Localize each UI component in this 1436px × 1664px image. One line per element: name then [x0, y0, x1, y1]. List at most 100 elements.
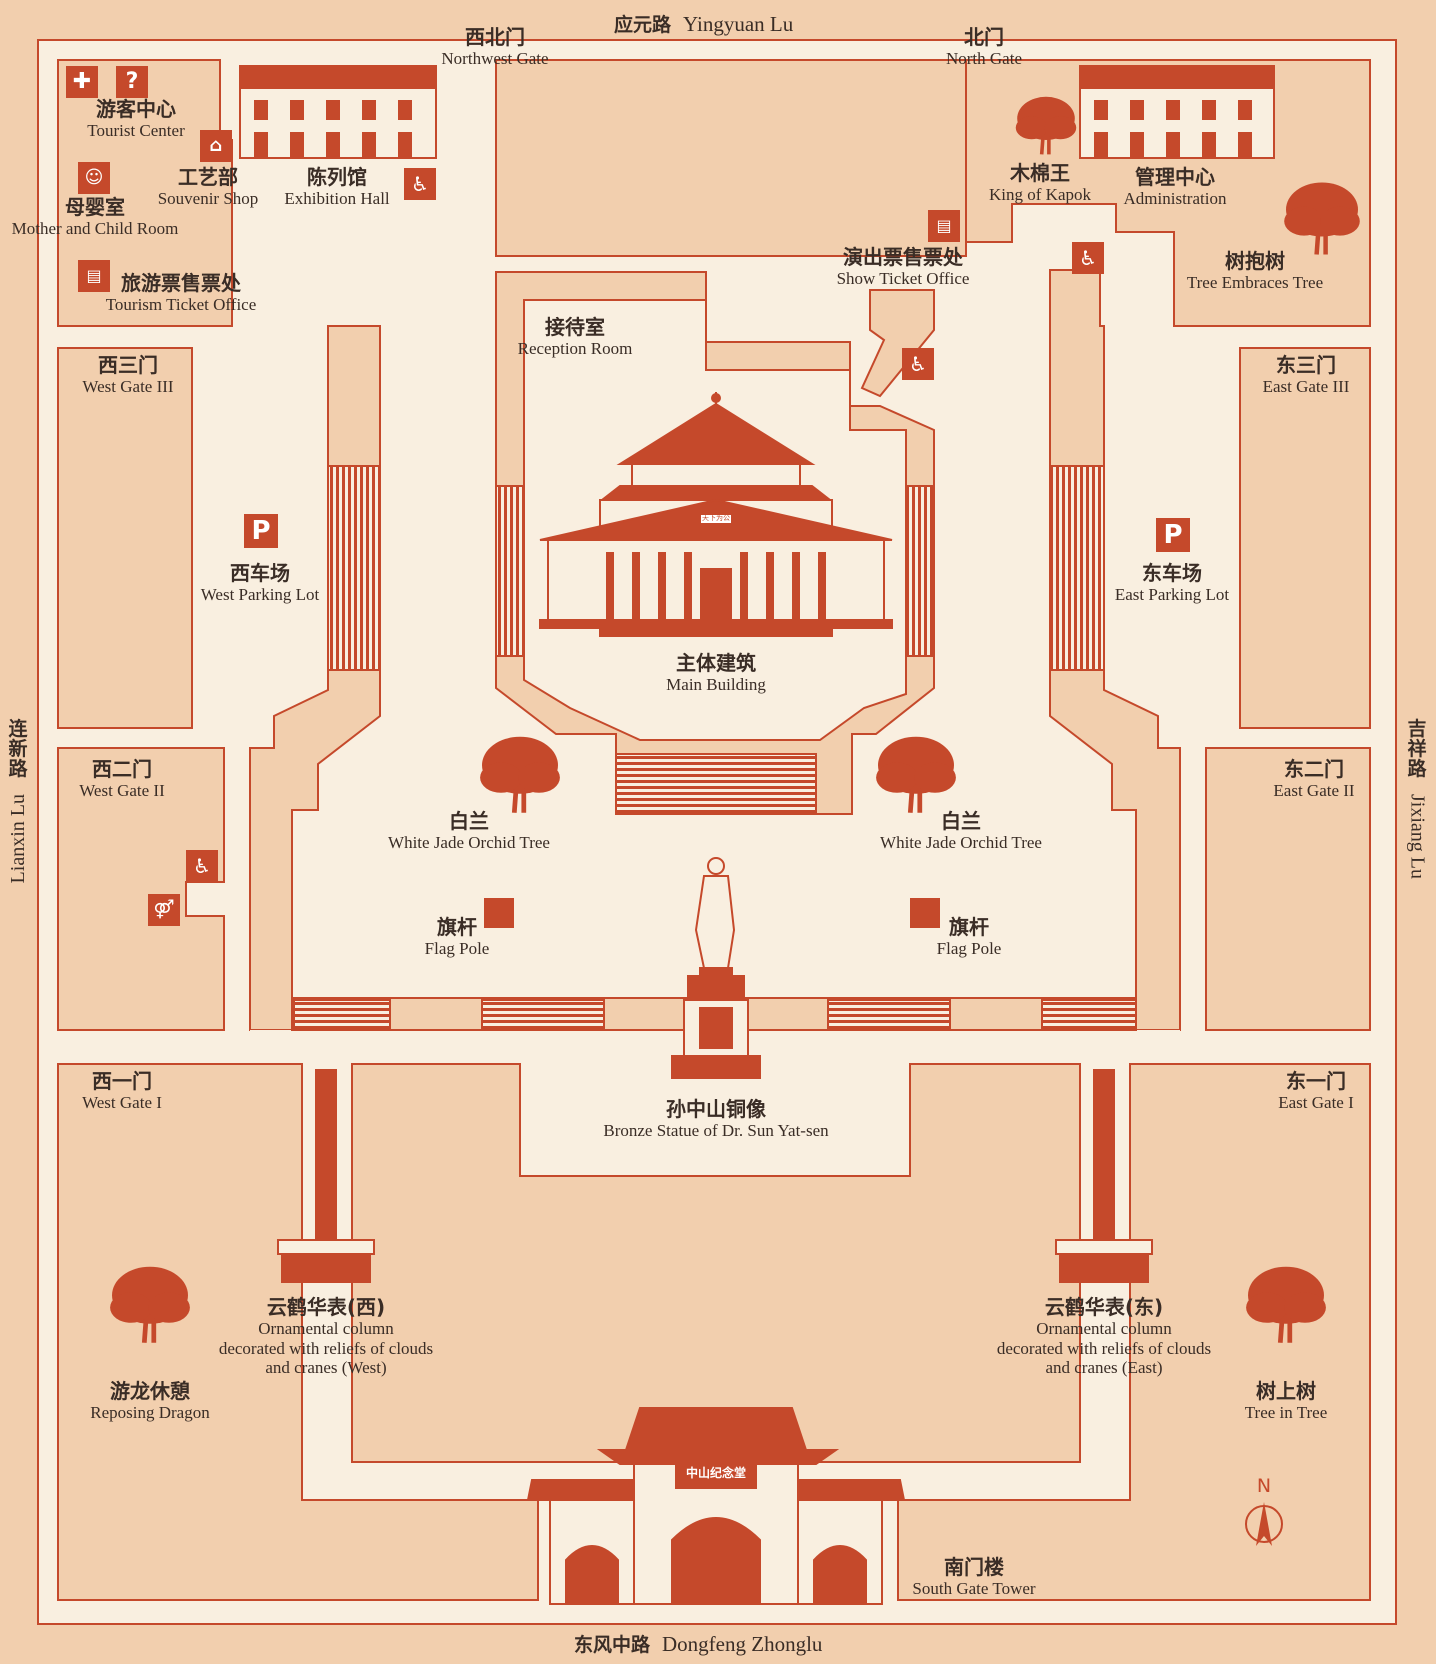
column-west-en1: Ornamental column	[258, 1319, 394, 1338]
north-gate-en: North Gate	[945, 49, 1022, 68]
inner-west-stairs	[495, 485, 525, 657]
orchid-east-zh: 白兰	[941, 809, 981, 833]
column-east-en1: Ornamental column	[1036, 1319, 1172, 1338]
flag-east-en: Flag Pole	[936, 939, 1002, 958]
flag-east-zh: 旗杆	[949, 915, 989, 939]
column-west-zh: 云鹤华表(西)	[266, 1295, 386, 1319]
mother-child-en: Mother and Child Room	[11, 219, 179, 238]
shop-icon[interactable]: ⌂	[200, 130, 232, 162]
east-parking-zh: 东车场	[1142, 561, 1202, 585]
orchid-east-en: White Jade Orchid Tree	[880, 833, 1042, 852]
west-gate-1-zh: 西一门	[92, 1069, 152, 1093]
northwest-gate-zh: 西北门	[465, 25, 525, 49]
mother-child-zh: 母婴室	[65, 195, 125, 219]
first-aid-icon[interactable]: ✚	[66, 66, 98, 98]
east-stairs	[1049, 465, 1105, 671]
parking-icon[interactable]: P	[244, 514, 278, 548]
block-east-gate-2	[1205, 747, 1371, 1031]
wheelchair-icon[interactable]: ♿	[1072, 242, 1104, 274]
administration-building	[1079, 65, 1275, 159]
reposing-dragon-en: Reposing Dragon	[90, 1403, 210, 1422]
ticket-icon[interactable]: ▤	[78, 260, 110, 292]
west-parking-zh: 西车场	[230, 561, 290, 585]
info-icon[interactable]: ?	[116, 66, 148, 98]
main-stairs	[615, 753, 817, 813]
block-north-center	[495, 59, 967, 257]
parking-icon[interactable]: P	[1156, 518, 1190, 552]
tourism-ticket-en: Tourism Ticket Office	[105, 295, 257, 314]
column-east-en3: and cranes (East)	[1045, 1358, 1163, 1378]
northwest-gate-en: Northwest Gate	[441, 49, 549, 68]
east-gate-3-en: East Gate III	[1262, 377, 1350, 396]
road-west-en: Lianxin Lu	[6, 793, 29, 884]
tree-embraces-zh: 树抱树	[1225, 249, 1285, 273]
west-gate-2-en: West Gate II	[79, 781, 165, 800]
wheelchair-icon[interactable]: ♿	[186, 850, 218, 882]
main-building-en: Main Building	[666, 675, 766, 694]
column-east-illustration	[1055, 1069, 1153, 1283]
west-gate-3-en: West Gate III	[82, 377, 174, 396]
east-gate-1-zh: 东一门	[1286, 1069, 1346, 1093]
tree-embraces-en: Tree Embraces Tree	[1186, 273, 1324, 292]
baby-care-icon[interactable]: ☺	[78, 162, 110, 194]
main-building-illustration	[539, 392, 893, 637]
block-west-gate-3	[57, 347, 193, 729]
souvenir-shop-zh: 工艺部	[178, 165, 238, 189]
west-stairs	[327, 465, 381, 671]
south-gate-plaque: 中山纪念堂	[685, 1466, 746, 1480]
show-ticket-en: Show Ticket Office	[836, 269, 970, 288]
column-west-illustration	[277, 1069, 375, 1283]
reposing-dragon-zh: 游龙休憩	[110, 1379, 190, 1403]
toilet-icon[interactable]: ⚤	[148, 894, 180, 926]
ticket-icon[interactable]: ▤	[928, 210, 960, 242]
road-north-en: Yingyuan Lu	[683, 12, 794, 36]
wheelchair-icon[interactable]: ♿	[902, 348, 934, 380]
road-east-zh: 吉祥路	[1407, 718, 1427, 780]
statue-illustration	[671, 857, 761, 1079]
inner-east-stairs	[905, 485, 935, 657]
exhibition-hall-zh: 陈列馆	[307, 165, 367, 189]
road-east-en: Jixiang Lu	[1406, 793, 1429, 879]
column-west-en2: decorated with reliefs of clouds	[218, 1338, 434, 1358]
flag-west-zh: 旗杆	[437, 915, 477, 939]
road-east: 吉祥路 Jixiang Lu	[1402, 718, 1432, 879]
wheelchair-icon[interactable]: ♿	[404, 168, 436, 200]
block-southeast	[897, 1063, 1371, 1601]
south-gate-tower-zh: 南门楼	[944, 1555, 1004, 1579]
